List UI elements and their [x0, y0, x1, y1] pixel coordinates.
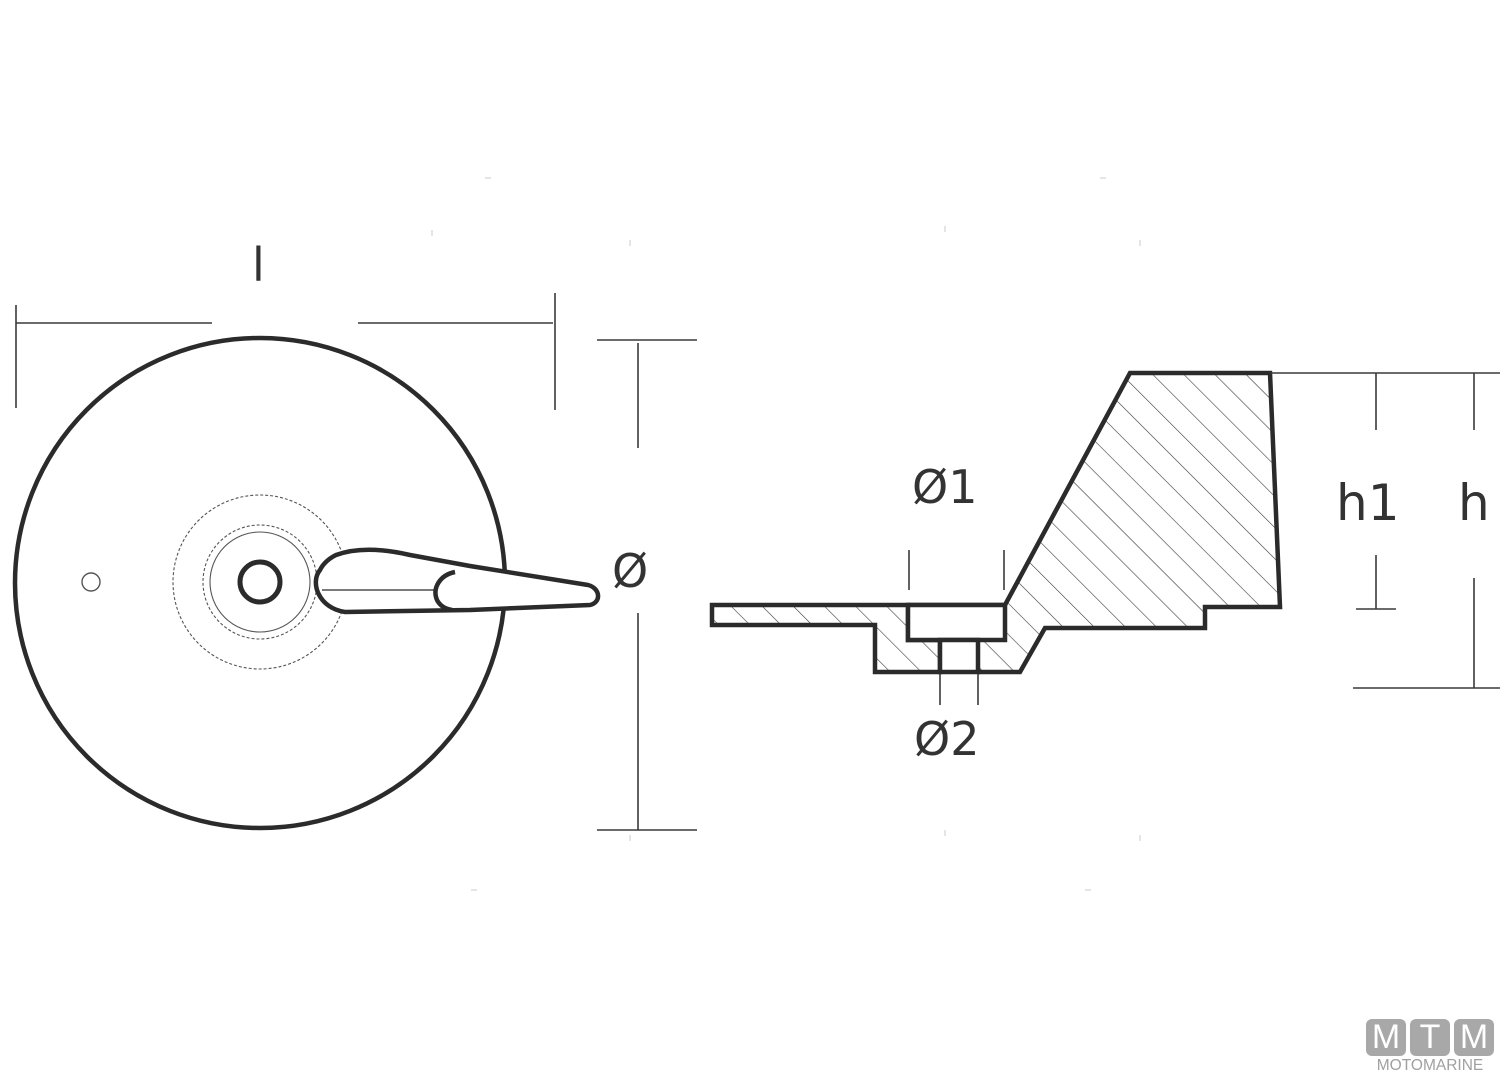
height-1-label: h1 — [1336, 474, 1400, 532]
diameter-2-dimension — [939, 674, 979, 705]
side-section-view — [709, 370, 1500, 705]
height-dimensions — [1270, 372, 1500, 689]
section-body — [712, 605, 940, 672]
diameter-dimension — [597, 339, 697, 831]
logo-letter-m2: M — [1454, 1018, 1494, 1056]
diameter-2-label: Ø2 — [914, 712, 980, 766]
center-bore — [237, 559, 283, 605]
logo-letter-m1: M — [1366, 1018, 1406, 1056]
length-label: l — [252, 238, 265, 292]
section-body-main — [978, 373, 1280, 672]
diameter-1-dimension — [908, 550, 1005, 590]
small-hole — [81, 572, 101, 592]
logo-name: MOTOMARINE — [1376, 1057, 1484, 1074]
front-view — [12, 293, 697, 831]
registration-marks — [431, 177, 1141, 891]
diameter-label: Ø — [612, 544, 649, 598]
height-label: h — [1458, 474, 1490, 532]
length-dimension — [15, 293, 556, 410]
section-outline-main — [908, 370, 1283, 675]
fin — [313, 547, 601, 615]
diameter-1-label: Ø1 — [912, 460, 978, 514]
bore-pocket — [905, 602, 1008, 675]
motomarine-logo: M T M MOTOMARINE — [1366, 1018, 1496, 1079]
logo-letter-t: T — [1410, 1018, 1450, 1056]
